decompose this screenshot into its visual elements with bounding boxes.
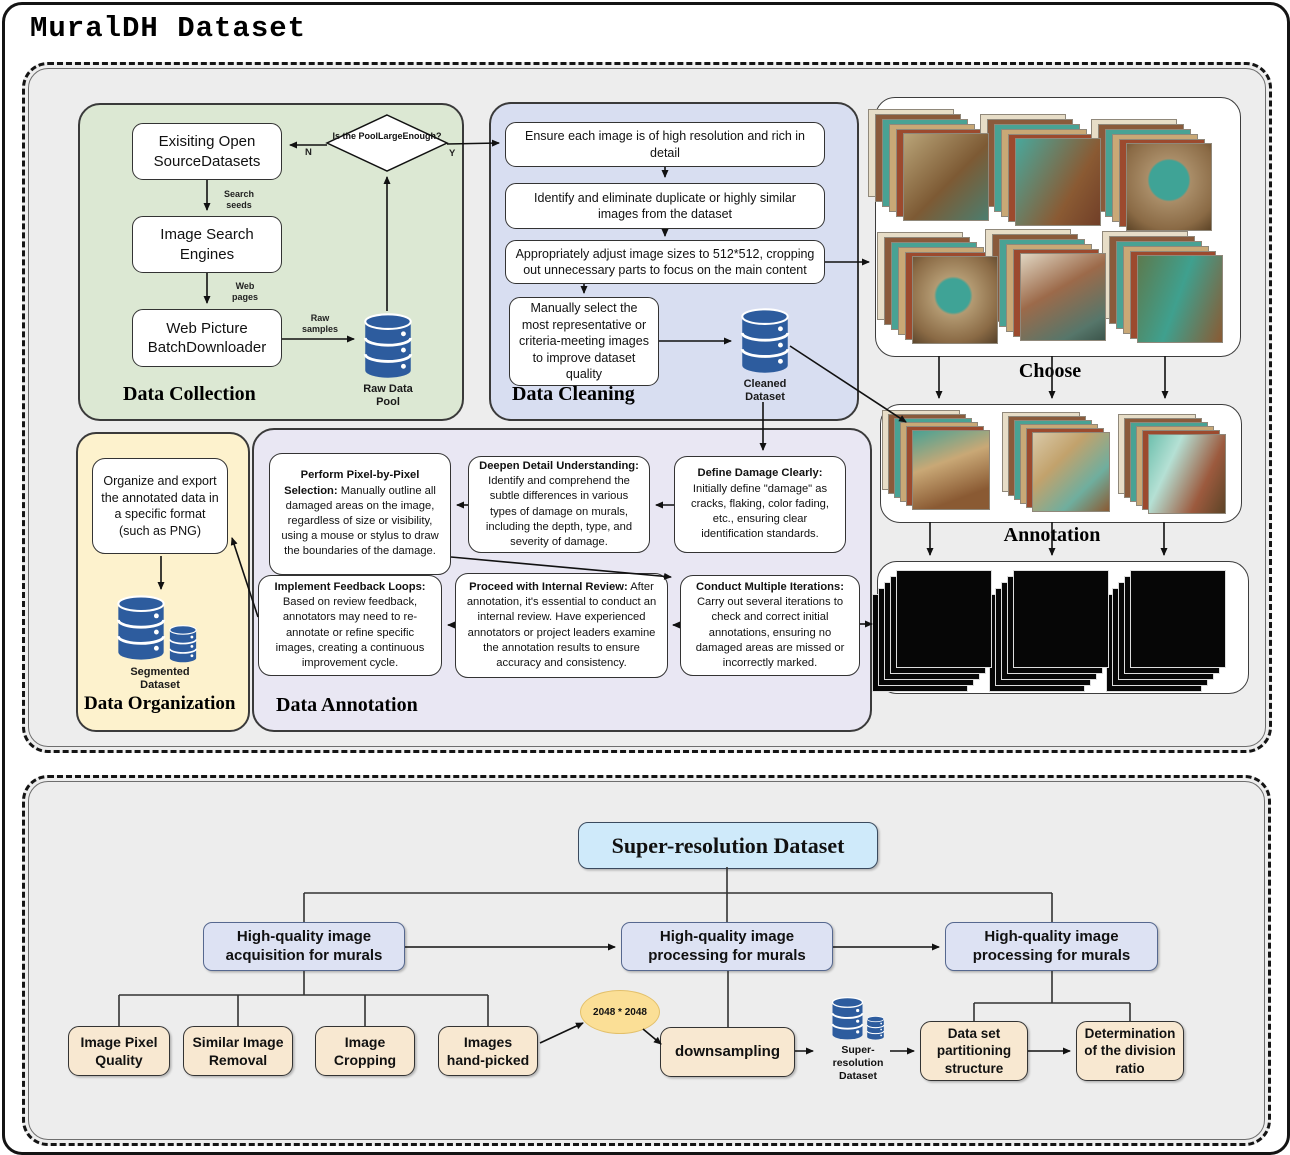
cleaning-step4-box: Manually select the most representative …: [509, 297, 659, 386]
mural-stack: [1091, 119, 1212, 231]
internal-review-body: After annotation, it's essential to cond…: [466, 580, 657, 669]
image-cropping-box: Image Cropping: [315, 1026, 415, 1076]
batch-downloader-box: Web Picture BatchDownloader: [132, 309, 282, 367]
segmented-dataset-icon: [115, 594, 167, 662]
deepen-understanding-body: Identify and comprehend the subtle diffe…: [485, 475, 633, 548]
image-pixel-quality-box: Image Pixel Quality: [68, 1026, 170, 1076]
feedback-loops-body: Based on review feedback, annotators may…: [275, 596, 425, 669]
export-format-box: Organize and export the annotated data i…: [92, 458, 228, 554]
multiple-iterations-box: Conduct Multiple Iterations: Carry out s…: [680, 575, 860, 676]
search-seeds-edge-label: Search seeds: [223, 189, 255, 211]
mural-stack: [985, 229, 1106, 341]
raw-data-pool-icon: [362, 311, 414, 381]
segmented-dataset-label: Segmented Dataset: [130, 666, 190, 692]
page-title: MuralDH Dataset: [30, 12, 307, 45]
annotation-step-label: Annotation: [1003, 524, 1101, 546]
perform-selection-title: Perform Pixel-by-Pixel Selection:: [284, 469, 420, 497]
open-source-datasets-label: Exisiting Open SourceDatasets: [153, 133, 261, 170]
define-damage-body: Initially define "damage" as cracks, fla…: [690, 482, 830, 541]
web-pages-edge-label: Web pages: [231, 281, 258, 303]
cleaning-step3-box: Appropriately adjust image sizes to 512*…: [505, 240, 825, 284]
multiple-iterations-title: Conduct Multiple Iterations:: [696, 580, 844, 593]
define-damage-text: Define Damage Clearly: Initially define …: [681, 466, 839, 542]
similar-image-removal-label: Similar Image Removal: [192, 1033, 284, 1068]
decision-yes-label: Y: [449, 148, 456, 159]
partitioning-structure-box: Data set partitioning structure: [920, 1021, 1028, 1081]
deepen-understanding-text: Deepen Detail Understanding: Identify an…: [475, 459, 643, 550]
export-format-label: Organize and export the annotated data i…: [101, 474, 219, 538]
hq-processing-mid-label: High-quality image processing for murals: [648, 927, 806, 964]
decision-no-label: N: [305, 147, 312, 158]
cleaning-step1-box: Ensure each image is of high resolution …: [505, 122, 825, 167]
cleaned-dataset-icon: [739, 306, 791, 376]
internal-review-box: Proceed with Internal Review: After anno…: [455, 573, 668, 678]
similar-image-removal-box: Similar Image Removal: [183, 1026, 293, 1076]
image-search-engines-label: Image Search Engines: [160, 226, 254, 263]
perform-selection-box: Perform Pixel-by-Pixel Selection: Manual…: [269, 453, 451, 575]
partitioning-structure-label: Data set partitioning structure: [936, 1025, 1012, 1076]
hq-acquisition-label: High-quality image acquisition for mural…: [225, 927, 383, 964]
cleaned-dataset-label: Cleaned Dataset: [743, 378, 787, 404]
mural-stack: [1118, 414, 1226, 514]
super-resolution-title: Super-resolution Dataset: [611, 832, 845, 858]
mask-stack: [1106, 570, 1226, 692]
resolution-ellipse: 2048 * 2048: [580, 990, 660, 1034]
define-damage-box: Define Damage Clearly: Initially define …: [674, 456, 846, 553]
sr-dataset-icon: [830, 996, 865, 1041]
data-collection-title: Data Collection: [123, 383, 256, 405]
mural-stack: [877, 232, 998, 344]
images-hand-picked-box: Images hand-picked: [438, 1026, 538, 1076]
images-hand-picked-label: Images hand-picked: [446, 1033, 530, 1068]
define-damage-title: Define Damage Clearly:: [697, 467, 823, 480]
downsampling-label: downsampling: [675, 1043, 780, 1061]
internal-review-title: Proceed with Internal Review:: [469, 580, 628, 593]
hq-processing-right-box: High-quality image processing for murals: [945, 922, 1158, 971]
hq-acquisition-box: High-quality image acquisition for mural…: [203, 922, 405, 971]
data-annotation-title: Data Annotation: [276, 694, 418, 716]
multiple-iterations-body: Carry out several iterations to check an…: [695, 596, 845, 669]
feedback-loops-text: Implement Feedback Loops: Based on revie…: [265, 580, 435, 671]
super-resolution-title-box: Super-resolution Dataset: [578, 822, 878, 869]
pool-size-decision-label: Is the PoolLargeEnough?: [332, 131, 442, 141]
internal-review-text: Proceed with Internal Review: After anno…: [462, 580, 661, 671]
mural-stack: [980, 114, 1101, 226]
deepen-understanding-title: Deepen Detail Understanding:: [479, 459, 639, 472]
hq-processing-right-label: High-quality image processing for murals: [972, 927, 1131, 964]
raw-data-pool-label: Raw Data Pool: [363, 383, 413, 409]
mask-stack: [872, 570, 992, 692]
batch-downloader-label: Web Picture BatchDownloader: [147, 319, 267, 357]
data-cleaning-title: Data Cleaning: [512, 383, 635, 405]
division-ratio-label: Determination of the division ratio: [1084, 1025, 1176, 1076]
hq-processing-mid-box: High-quality image processing for murals: [621, 922, 833, 971]
mask-stack: [989, 570, 1109, 692]
sr-dataset-small-icon: [866, 1015, 885, 1041]
cleaning-step3-label: Appropriately adjust image sizes to 512*…: [515, 246, 815, 278]
image-pixel-quality-label: Image Pixel Quality: [80, 1033, 158, 1068]
image-search-engines-box: Image Search Engines: [132, 216, 282, 273]
mural-stack: [882, 410, 990, 510]
choose-label: Choose: [1018, 360, 1082, 382]
cleaning-step1-label: Ensure each image is of high resolution …: [524, 129, 806, 160]
downsampling-box: downsampling: [660, 1027, 795, 1077]
raw-samples-edge-label: Raw samples: [301, 313, 339, 335]
perform-selection-body: Manually outline all damaged areas on th…: [281, 484, 439, 558]
image-cropping-label: Image Cropping: [333, 1033, 397, 1068]
mural-stack: [868, 109, 989, 221]
feedback-loops-title: Implement Feedback Loops:: [274, 580, 426, 593]
cleaning-step4-label: Manually select the most representative …: [519, 301, 649, 382]
multiple-iterations-text: Conduct Multiple Iterations: Carry out s…: [687, 580, 853, 671]
cleaning-step2-box: Identify and eliminate duplicate or high…: [505, 183, 825, 229]
perform-selection-text: Perform Pixel-by-Pixel Selection: Manual…: [276, 468, 444, 559]
mural-stack: [1002, 412, 1110, 512]
division-ratio-box: Determination of the division ratio: [1076, 1021, 1184, 1081]
feedback-loops-box: Implement Feedback Loops: Based on revie…: [258, 575, 442, 676]
data-organization-title: Data Organization: [84, 693, 236, 714]
resolution-ellipse-label: 2048 * 2048: [593, 1006, 647, 1018]
open-source-datasets-box: Exisiting Open SourceDatasets: [132, 123, 282, 180]
sr-dataset-label: Super-resolution Dataset: [832, 1044, 884, 1083]
mural-stack: [1102, 231, 1223, 343]
segmented-dataset-small-icon: [168, 624, 198, 664]
deepen-understanding-box: Deepen Detail Understanding: Identify an…: [468, 456, 650, 553]
cleaning-step2-label: Identify and eliminate duplicate or high…: [534, 190, 796, 222]
